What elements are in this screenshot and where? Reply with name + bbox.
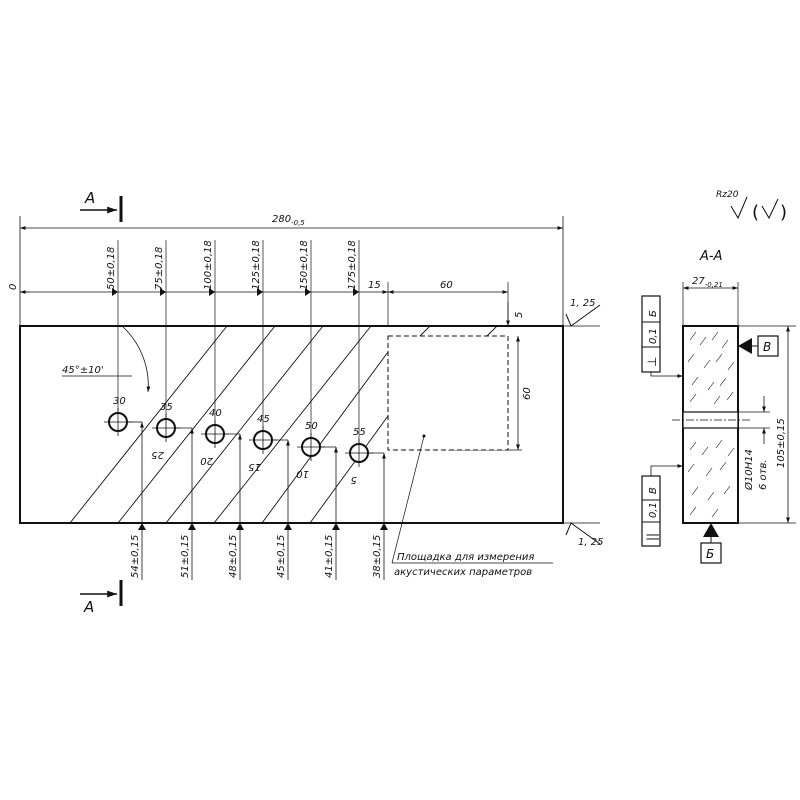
section-height-label: 105±0,15 [776, 418, 787, 468]
hole-4-depth: 45 [257, 414, 270, 425]
datum-bottom-letter: Б [706, 547, 714, 561]
section-mark-top-letter: А [84, 189, 95, 207]
hole-5-depth: 50 [305, 421, 318, 432]
hole-3-index: 20 [200, 455, 213, 466]
roughness-top: 1, 25 [565, 298, 601, 327]
tol-top-value: 0,1 [648, 328, 659, 344]
height-dim-51: 51±0,15 [180, 535, 191, 578]
hole-2-depth: 35 [160, 402, 173, 413]
position-dimensions: 50±0,18 75±0,18 100±0,18 125±0,18 150±0,… [106, 240, 358, 290]
hole-5: 50 10 [296, 421, 325, 479]
dim-125: 125±0,18 [251, 240, 262, 290]
dim-50: 50±0,18 [106, 247, 117, 290]
datum-right-letter: В [763, 340, 771, 354]
pad-note: Площадка для измерения акустических пара… [391, 434, 553, 578]
tol-bottom-datum: В [648, 487, 659, 494]
overall-length-dimension: 280-0,5 [19, 214, 564, 326]
rz20-label: Rz20 [716, 190, 739, 200]
pad-note-line1: Площадка для измерения [397, 552, 534, 563]
section-mark-bottom-letter: А [83, 598, 94, 616]
height-dim-48: 48±0,15 [228, 535, 239, 578]
hatch-lines [69, 325, 498, 524]
hole-3-depth: 40 [209, 408, 222, 419]
svg-text:280-0,5: 280-0,5 [272, 214, 305, 227]
section-hole-dim: Ø10H14 [743, 449, 755, 491]
tol-top-datum: Б [648, 310, 659, 317]
angle-dimension: 45°±10' [62, 325, 151, 393]
height-dimension-arrows-bottom [138, 523, 388, 530]
hole-4-index: 15 [248, 461, 261, 472]
roughness-top-label: 1, 25 [570, 298, 595, 309]
pad-width-dim: 60 [440, 280, 453, 291]
tol-top-symbol: ⊥ [645, 357, 659, 367]
height-dimensions: 54±0,15 51±0,15 48±0,15 45±0,15 41±0,15 … [130, 535, 383, 578]
hole-6-index: 5 [351, 474, 357, 485]
pad-note-line2: акустических параметров [394, 567, 532, 578]
section-hole-count: 6 отв. [758, 459, 769, 490]
datum-right: В [738, 335, 779, 357]
svg-text:27-0,21: 27-0,21 [692, 276, 723, 289]
acoustic-pad [387, 335, 509, 451]
gap-dim: 15 [368, 280, 381, 291]
height-dimension-lines [126, 421, 386, 580]
height-dim-54: 54±0,15 [130, 535, 141, 578]
tol-bottom-symbol: || [645, 533, 659, 541]
holes: 30 35 25 40 20 45 15 50 10 [104, 396, 373, 485]
height-dim-45: 45±0,15 [276, 535, 287, 578]
angle-label: 45°±10' [62, 365, 104, 376]
hole-6: 55 5 [345, 427, 373, 485]
pad-height-dim: 60 [522, 387, 533, 400]
dim-175: 175±0,18 [347, 240, 358, 290]
datum-bottom: Б [700, 523, 722, 564]
origin-label: 0 [8, 284, 19, 290]
rz20-roughness: Rz20 ( ) [716, 190, 787, 223]
hole-1: 30 [104, 396, 132, 436]
height-dim-41: 41±0,15 [324, 535, 335, 578]
height-dim-38: 38±0,15 [372, 535, 383, 578]
roughness-bottom: 1, 25 [565, 522, 603, 548]
section-hatching [687, 331, 735, 518]
hole-6-depth: 55 [353, 427, 366, 438]
dim-100: 100±0,18 [203, 240, 214, 290]
position-baseline [20, 240, 388, 452]
section-view: Rz20 ( ) А-А 27-0,21 [641, 190, 796, 564]
dim-75: 75±0,18 [154, 247, 165, 290]
hole-4: 45 15 [248, 414, 277, 472]
hole-3: 40 20 [200, 408, 229, 466]
overall-length-base: 280 [272, 214, 291, 225]
section-width-tol: -0,21 [705, 281, 723, 289]
hole-1-depth: 30 [113, 396, 126, 407]
section-height-dim: 105±0,15 [738, 325, 796, 524]
main-block [19, 325, 564, 524]
section-view-title: А-А [699, 249, 722, 264]
rz20-bracket-open: ( [752, 202, 759, 223]
section-mark-top: А [80, 189, 123, 222]
section-width-base: 27 [692, 276, 705, 287]
rz20-bracket-close: ) [780, 202, 787, 223]
overall-length-tolerance: -0,5 [291, 219, 305, 227]
dim-150: 150±0,18 [299, 240, 310, 290]
hole-2: 35 25 [151, 402, 180, 460]
hole-2-index: 25 [151, 449, 164, 460]
tolerance-frame-top: ⊥ 0,1 Б [641, 295, 683, 378]
hole-5-index: 10 [296, 468, 309, 479]
pad-offset-dim: 5 [514, 312, 525, 318]
tolerance-frame-bottom: || 0,1 В [641, 464, 683, 547]
section-width-dim: 27-0,21 [682, 276, 739, 326]
roughness-bottom-label: 1, 25 [578, 537, 603, 548]
section-mark-bottom: А [80, 580, 123, 616]
tol-bottom-value: 0,1 [648, 502, 659, 518]
